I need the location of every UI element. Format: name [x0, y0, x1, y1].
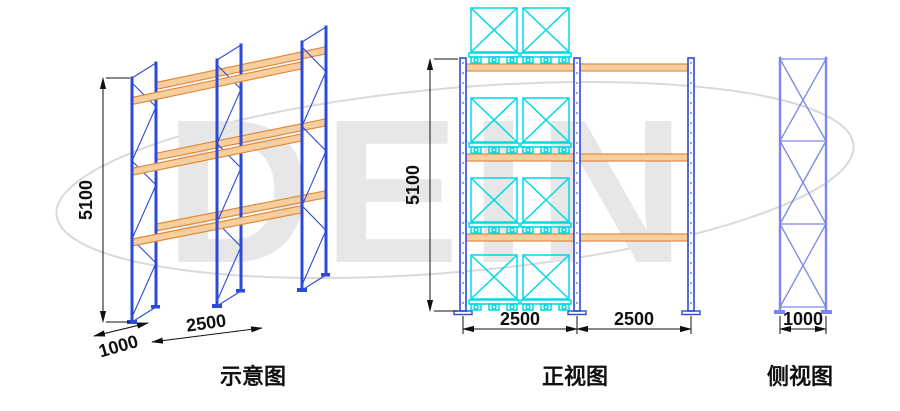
side-caption: 侧视图 [767, 364, 833, 389]
schematic-bay-dimension: 2500 [151, 310, 263, 344]
schematic-caption: 示意图 [220, 364, 286, 389]
dimension-label: 1000 [96, 331, 140, 361]
front-view: 5100 2500 2500 正视图 [403, 7, 701, 389]
dimension-label: 5100 [403, 165, 423, 205]
dimension-label: 1000 [783, 309, 823, 329]
dimension-label: 5100 [76, 180, 96, 220]
front-caption: 正视图 [542, 364, 608, 389]
schematic-view: 5100 1000 2500 示意图 [76, 25, 330, 389]
schematic-depth-dimension: 1000 [93, 322, 149, 361]
watermark: DEIN [55, 77, 855, 306]
side-depth-dimension: 1000 [779, 309, 827, 334]
side-view: 1000 侧视图 [767, 56, 833, 389]
front-uprights [453, 57, 701, 316]
watermark-text: DEIN [165, 77, 696, 306]
dimension-label: 2500 [185, 310, 227, 335]
dimension-label: 2500 [614, 309, 654, 329]
frame-bracing [131, 26, 327, 323]
front-height-dimension: 5100 [403, 58, 458, 312]
pallet-unit [520, 7, 572, 64]
front-bay-dimensions: 2500 2500 [462, 309, 692, 334]
dimension-label: 2500 [500, 309, 540, 329]
pallet-unit [468, 7, 520, 64]
side-frame [774, 56, 832, 314]
rack-feet [127, 273, 330, 324]
schematic-height-dimension: 5100 [76, 77, 130, 323]
